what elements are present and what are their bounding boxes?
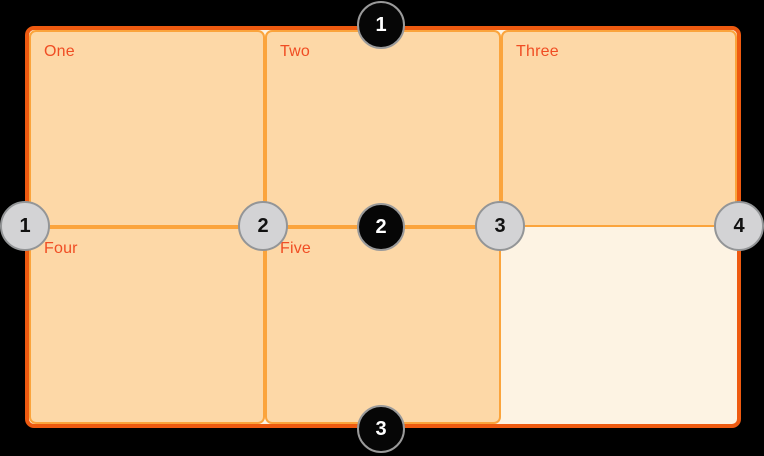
grid-item-three: Three	[501, 30, 737, 227]
grid-item-label: Two	[280, 43, 310, 60]
grid-item-label: Three	[516, 43, 559, 60]
grid-item-two: Two	[265, 30, 501, 227]
column-line-badge-2: 2	[238, 201, 288, 251]
empty-grid-cell	[501, 227, 737, 424]
row-line-badge-1: 1	[357, 1, 405, 49]
grid-item-label: Five	[280, 240, 312, 257]
column-line-badge-4: 4	[714, 201, 764, 251]
row-line-badge-3: 3	[357, 405, 405, 453]
grid-item-one: One	[29, 30, 265, 227]
grid-item-four: Four	[29, 227, 265, 424]
grid-container: One Two Three Four Five	[25, 26, 741, 428]
column-line-badge-3: 3	[475, 201, 525, 251]
grid-item-label: Four	[44, 240, 78, 257]
row-line-badge-2: 2	[357, 203, 405, 251]
column-line-badge-1: 1	[0, 201, 50, 251]
grid-item-five: Five	[265, 227, 501, 424]
grid-item-label: One	[44, 43, 75, 60]
